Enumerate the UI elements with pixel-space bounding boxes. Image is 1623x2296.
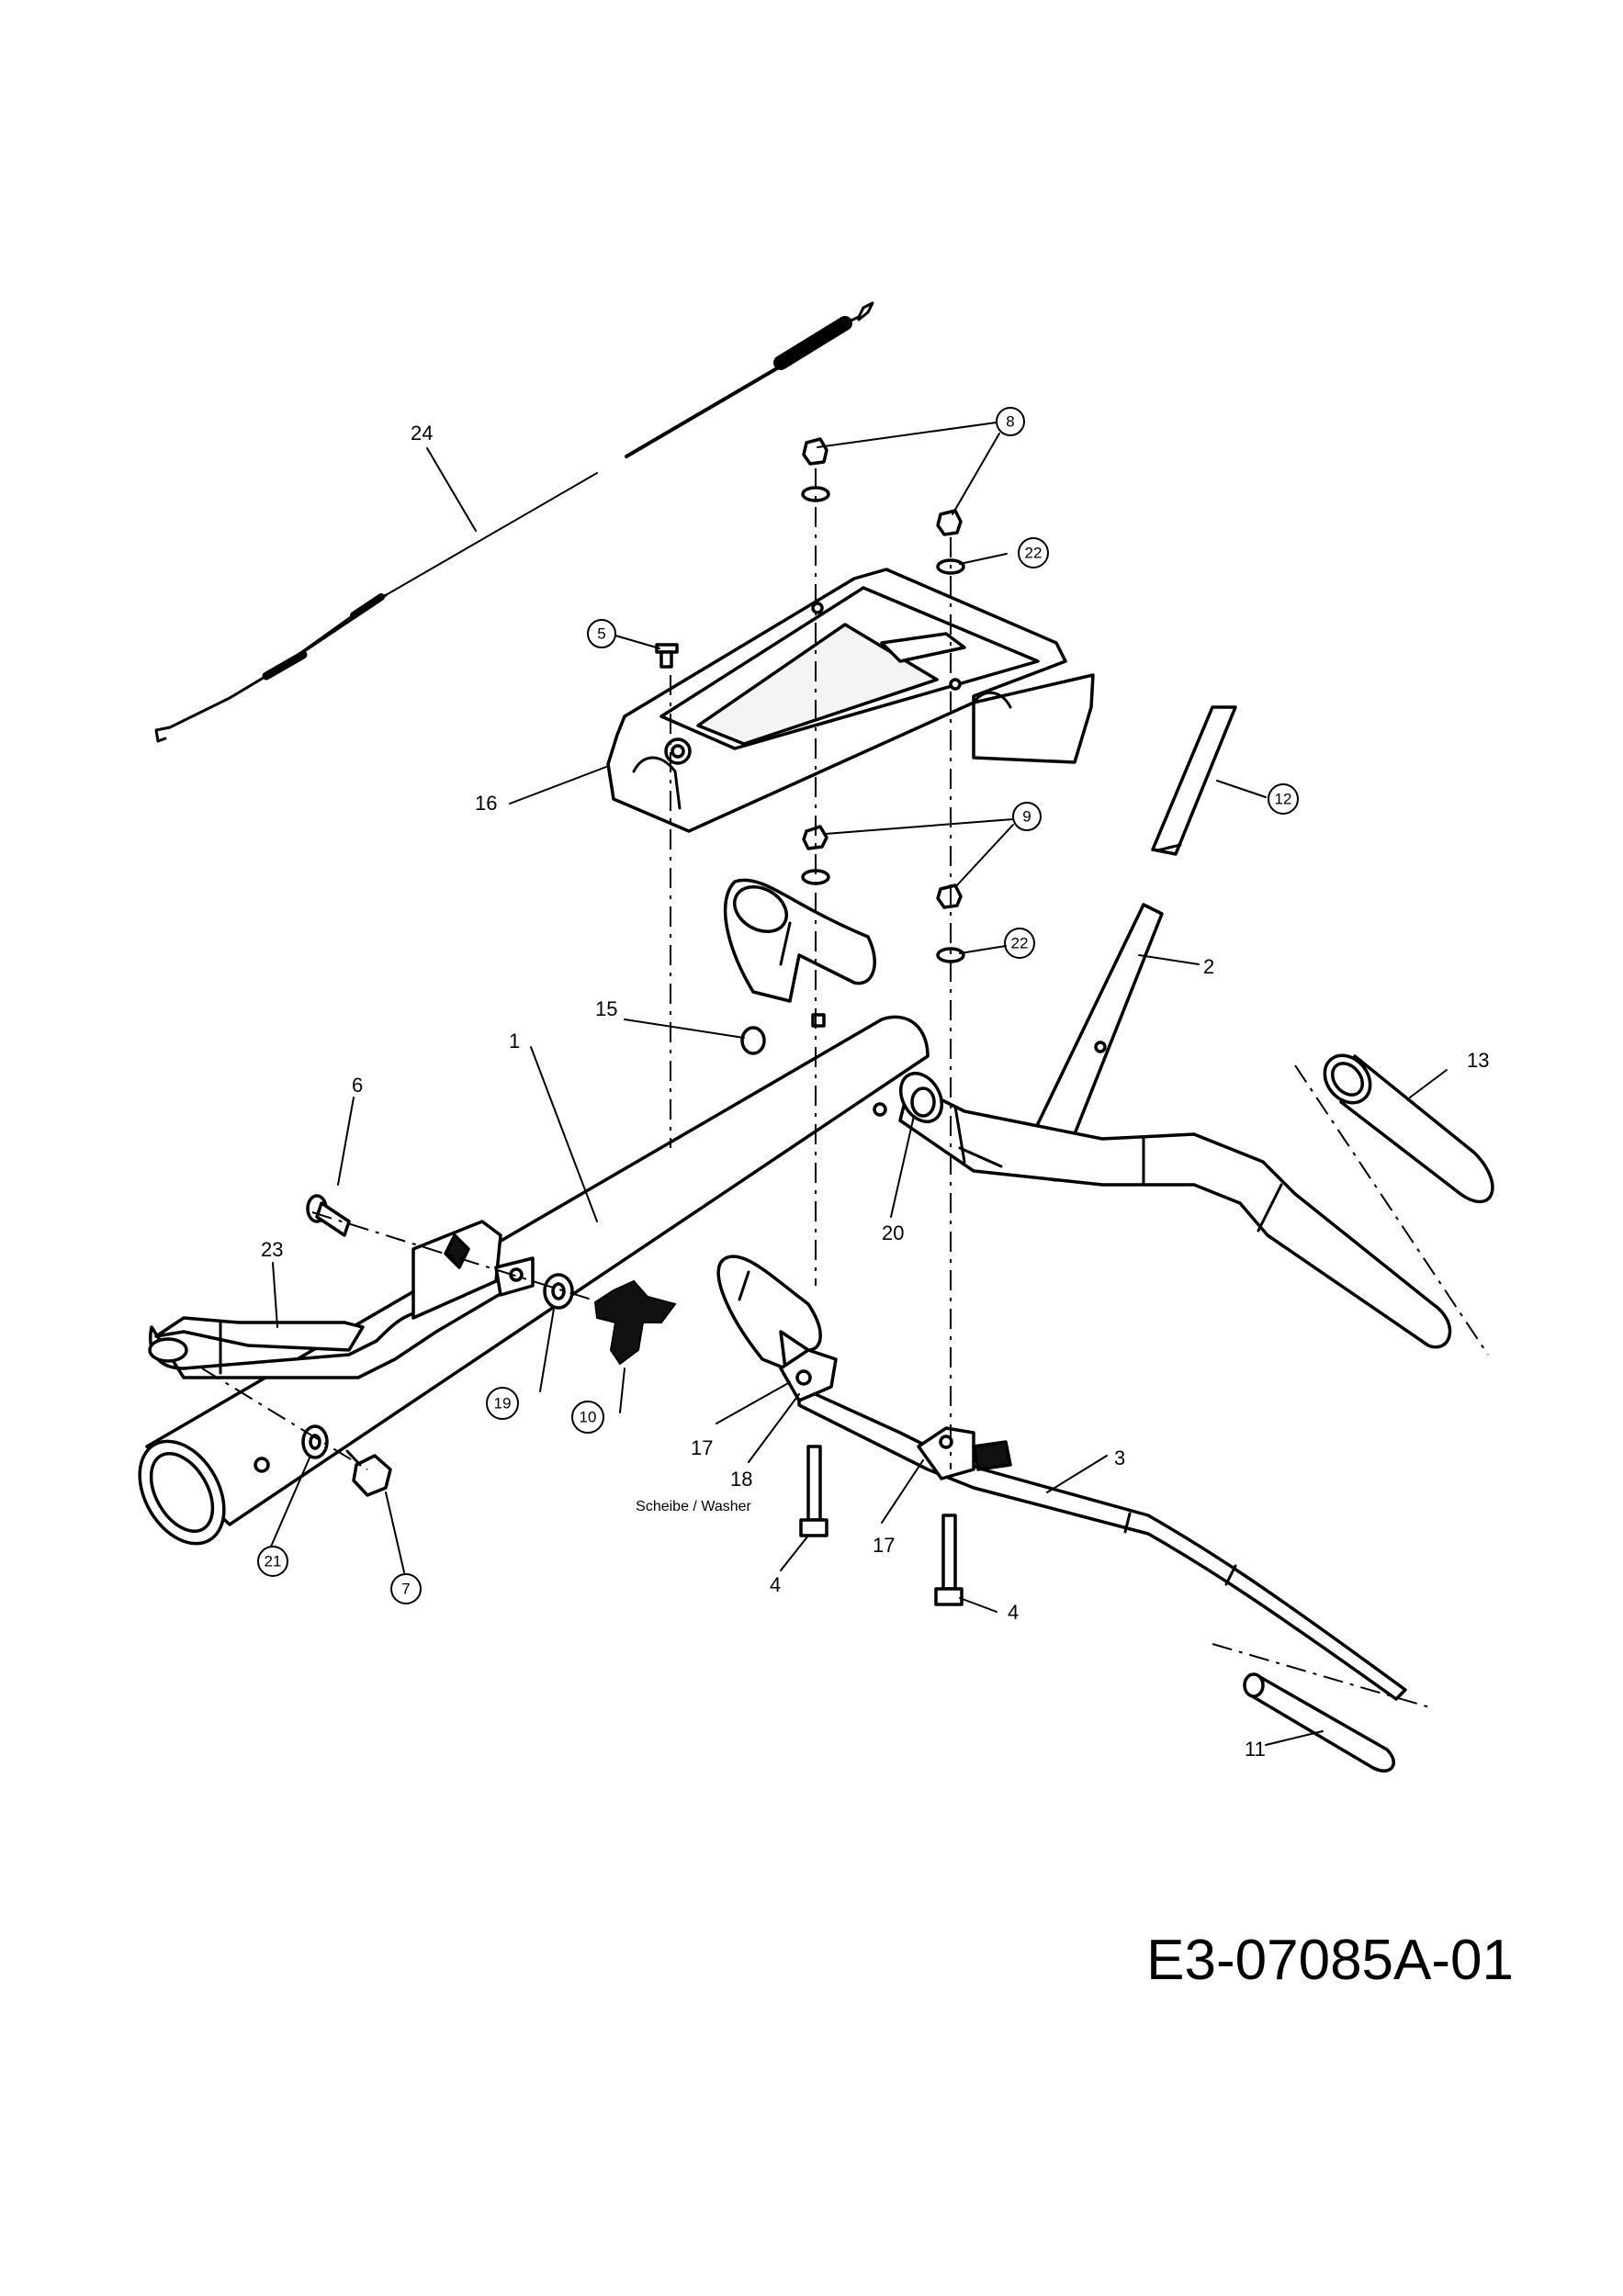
callout-18: 18	[730, 1468, 752, 1491]
callout-23: 23	[261, 1238, 283, 1261]
lever-grip-part	[1151, 705, 1237, 856]
bolt-part-4	[799, 1445, 964, 1606]
small-hardware	[301, 437, 965, 1497]
callout-24: 24	[411, 422, 433, 445]
right-grip-part	[1294, 1053, 1494, 1356]
left-bracket-part	[148, 1220, 535, 1379]
callout-13: 13	[1467, 1049, 1489, 1072]
callout-6: 6	[352, 1074, 363, 1097]
callout-15: 15	[595, 997, 617, 1020]
callout-4-left: 4	[770, 1573, 781, 1596]
callout-8: 8	[1006, 413, 1014, 431]
housing-cover-part	[606, 568, 1095, 833]
upper-bent-tube-part	[723, 878, 876, 1028]
callout-22-lower: 22	[1011, 935, 1029, 952]
callout-17-right: 17	[873, 1534, 895, 1557]
callout-20: 20	[882, 1221, 904, 1244]
gear-lever-bent-part	[716, 1255, 822, 1370]
callout-12: 12	[1275, 791, 1292, 808]
drawing-code: E3-07085A-01	[1146, 1929, 1514, 1992]
callout-3: 3	[1114, 1446, 1125, 1469]
callout-1: 1	[509, 1030, 520, 1052]
callout-11: 11	[1245, 1738, 1266, 1761]
sleeve-part-11	[1243, 1672, 1395, 1773]
callout-9: 9	[1022, 808, 1031, 826]
callout-labels: 24 8 22 5 16 12 9 22 2 15 1 13 6 20 23 1…	[257, 407, 1489, 1761]
callout-10: 10	[580, 1409, 597, 1426]
main-shaft-part	[138, 1015, 930, 1546]
callout-7: 7	[401, 1581, 410, 1598]
callout-4-right: 4	[1008, 1601, 1019, 1624]
leader-lines	[270, 422, 1448, 1746]
control-cable-part	[154, 301, 874, 743]
assembly-lines	[201, 468, 952, 1470]
shift-clamp-part	[779, 1348, 1012, 1480]
callout-17-left: 17	[691, 1436, 713, 1459]
callout-2: 2	[1203, 955, 1214, 978]
callout-5: 5	[597, 625, 605, 643]
callout-22-upper: 22	[1025, 545, 1043, 562]
washer-note: Scheibe / Washer	[636, 1499, 751, 1514]
callout-19: 19	[494, 1395, 512, 1412]
callout-21: 21	[265, 1553, 282, 1570]
callout-16: 16	[475, 792, 497, 815]
